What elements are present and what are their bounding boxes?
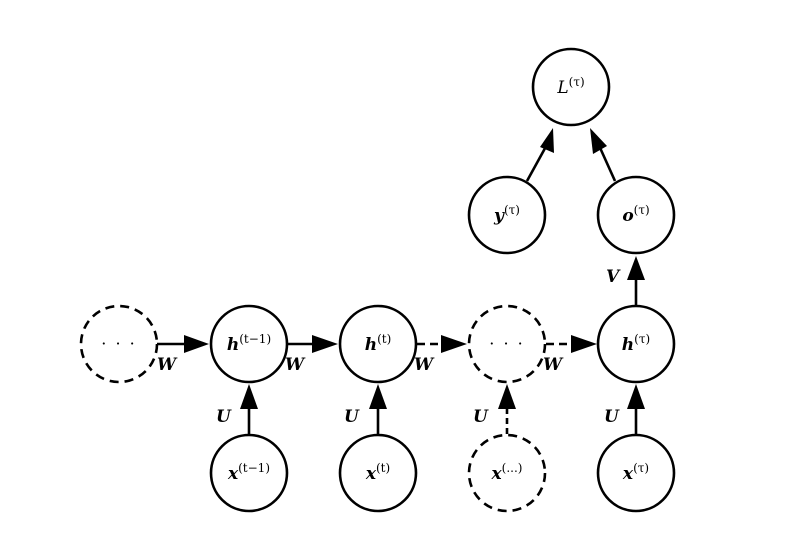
node-o xyxy=(596,175,676,255)
edge-label-w-3: W xyxy=(414,355,435,375)
edge-label-w-4: W xyxy=(543,355,564,375)
edge-label-w-1: W xyxy=(157,355,178,375)
node-h-prev-dots xyxy=(79,304,159,384)
node-x-t xyxy=(338,433,418,513)
node-x-tau xyxy=(596,433,676,513)
node-label-y: y(τ) xyxy=(493,203,520,226)
node-label-h-t: h(t) xyxy=(365,332,392,355)
node-y xyxy=(467,175,547,255)
arrowhead-w-4 xyxy=(571,335,597,353)
arrowhead-w-3 xyxy=(441,335,467,353)
edge-label-u-4: U xyxy=(604,407,620,427)
node-label-x-tau: x(τ) xyxy=(622,461,649,484)
node-label-o: o(τ) xyxy=(622,203,649,226)
node-h-mid-dots xyxy=(467,304,547,384)
node-label-h-tau: h(τ) xyxy=(622,332,650,355)
node-label-h-t-minus-1: h(t−1) xyxy=(227,332,271,355)
arrowhead-u-3 xyxy=(498,384,516,409)
edge-labels: W W W W U U U U V xyxy=(157,267,621,427)
node-label-x-dots: x(...) xyxy=(491,461,523,484)
node-x-t-minus-1 xyxy=(209,433,289,513)
arrowhead-u-1 xyxy=(240,384,258,409)
arrowhead-o-to-loss xyxy=(590,128,607,154)
edge-label-u-2: U xyxy=(344,407,360,427)
arrowhead-h-tau-to-o xyxy=(627,256,645,280)
arrowhead-u-4 xyxy=(627,384,645,409)
edge-label-w-2: W xyxy=(285,355,306,375)
node-h-tau xyxy=(596,304,676,384)
edge-label-u-1: U xyxy=(216,407,232,427)
node-label-x-t: x(t) xyxy=(365,461,390,484)
node-label-h-mid-dots: · · · xyxy=(489,334,524,353)
edge-label-v: V xyxy=(606,267,621,287)
arrowhead-w-2 xyxy=(312,335,338,353)
node-label-loss: L(τ) xyxy=(556,75,584,98)
node-h-t-minus-1 xyxy=(209,304,289,384)
arrowhead-w-1 xyxy=(184,335,209,353)
nodes xyxy=(79,47,676,513)
node-loss xyxy=(531,47,611,127)
arrowhead-u-2 xyxy=(369,384,387,409)
node-x-dots xyxy=(467,433,547,513)
edges xyxy=(157,128,645,434)
node-label-x-t-minus-1: x(t−1) xyxy=(227,461,270,484)
edge-label-u-3: U xyxy=(473,407,489,427)
node-h-t xyxy=(338,304,418,384)
node-labels: L(τ) y(τ) o(τ) · · · h(t−1) h(t) · · · h… xyxy=(101,75,650,484)
arrowhead-y-to-loss xyxy=(540,128,554,153)
node-label-h-prev-dots: · · · xyxy=(101,334,136,353)
